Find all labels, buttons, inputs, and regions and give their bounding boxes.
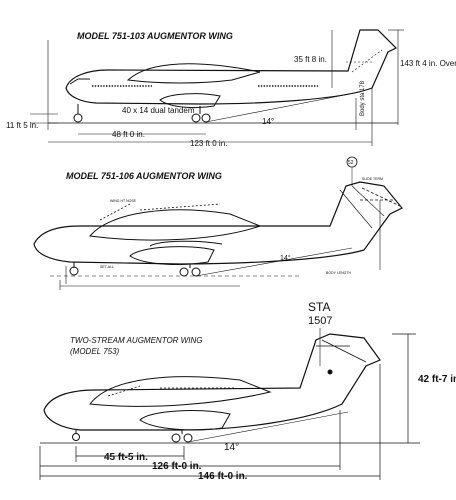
tiny-label-slide-2: SLIDE TERM xyxy=(362,177,383,181)
wing-detail-3 xyxy=(107,385,236,397)
engine-3 xyxy=(139,410,231,431)
dim-wheelbase-3: 45 ft-5 in. xyxy=(104,452,148,463)
drawing-3-title-line2: (MODEL 753) xyxy=(70,347,120,356)
sta-2: 52 xyxy=(348,160,354,166)
dim-height-1: 35 ft 8 in. xyxy=(294,55,327,64)
tail-strike-line-1 xyxy=(205,91,361,123)
dim-overall-length-3: 146 ft-0 in. xyxy=(198,471,248,482)
drawing-753: TWO-STREAM AUGMENTOR WING (MODEL 753) ST… xyxy=(39,300,456,482)
engine-2 xyxy=(129,246,215,265)
wing-detail-2 xyxy=(99,203,221,221)
wing-1 xyxy=(126,63,261,84)
dim-wheelbase-1: 48 ft 0 in. xyxy=(112,130,145,139)
fuselage-1 xyxy=(65,29,398,105)
fuselage-2 xyxy=(33,181,403,265)
tail-strike-line-2 xyxy=(195,247,353,277)
dim-body-sta-1: Body sta 178 xyxy=(360,80,366,116)
tiny-label-wing-2: WING HT NOSE xyxy=(110,199,137,203)
dim-span-1: 123 ft 0 in. xyxy=(190,139,227,148)
tiny-label-set-2: SET-ALL xyxy=(100,265,114,269)
tiny-label-body-2: BODY LENGTH xyxy=(326,271,351,275)
engine-1 xyxy=(159,93,221,109)
drawing-751-106: MODEL 751-106 AUGMENTOR WING 52 14° WING… xyxy=(33,156,403,290)
sta-dot-3 xyxy=(327,369,333,375)
sta-value-3: 1507 xyxy=(308,315,332,327)
drawing-1-title: MODEL 751-103 AUGMENTOR WING xyxy=(77,31,233,41)
drawing-751-103: MODEL 751-103 AUGMENTOR WING xyxy=(6,29,456,148)
tail-strike-line-3 xyxy=(187,411,349,443)
dimension-lines-1 xyxy=(30,29,404,146)
tail-dashes-2 xyxy=(360,187,401,207)
dim-span-3: 126 ft-0 in. xyxy=(152,461,202,472)
tail-detail-1 xyxy=(346,49,383,73)
tail-detail-3 xyxy=(316,339,367,363)
dim-angle-3: 14° xyxy=(224,442,239,453)
dimension-lines-2 xyxy=(59,200,381,290)
wing-3 xyxy=(89,376,272,407)
drawing-3-title-line1: TWO-STREAM AUGMENTOR WING xyxy=(70,336,202,345)
cockpit-1 xyxy=(69,78,90,85)
drawing-2-title: MODEL 751-106 AUGMENTOR WING xyxy=(66,171,222,181)
dim-angle-1: 14° xyxy=(262,117,274,126)
engine-2b xyxy=(149,240,223,247)
wing-2 xyxy=(89,209,262,241)
sta-label-3: STA xyxy=(308,300,330,314)
fuselage-3 xyxy=(43,333,381,431)
dim-wheel-height-1: 11 ft 5 in. xyxy=(6,121,38,130)
dimension-lines-3 xyxy=(39,333,416,480)
dim-gear-1: 40 x 14 dual tandem xyxy=(122,106,195,115)
dim-overall-length-1: 143 ft 4 in. Overall length xyxy=(400,59,456,68)
tail-detail-2 xyxy=(339,185,385,229)
landing-gear-3 xyxy=(72,430,193,443)
dim-height-3: 42 ft-7 in. xyxy=(418,374,456,385)
dim-angle-2: 14° xyxy=(280,254,291,262)
